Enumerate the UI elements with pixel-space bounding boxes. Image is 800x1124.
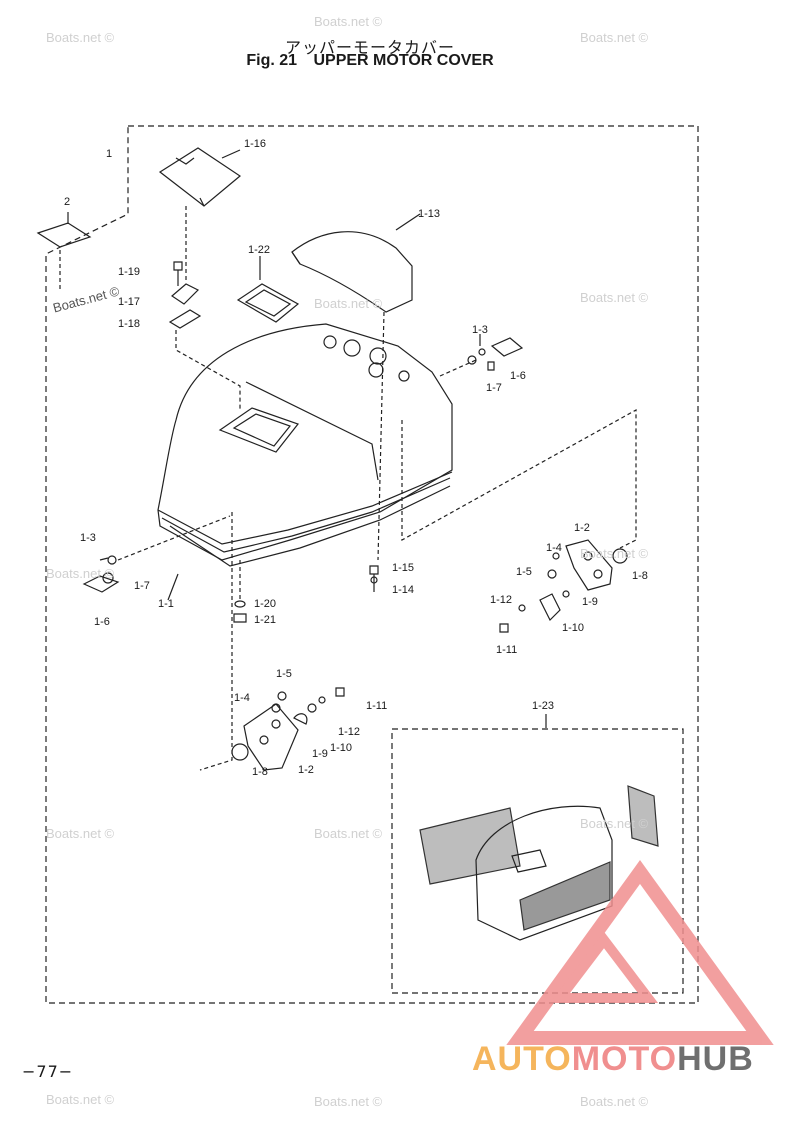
bracket-1-2-lower (243, 703, 299, 771)
part-label: 1-13 (418, 208, 441, 220)
bracket-1-17 (171, 283, 200, 305)
part-label: 1-7 (134, 580, 150, 592)
part-label: 1-17 (118, 296, 141, 308)
part-label: 1-1 (158, 598, 174, 610)
part-label: 1-12 (490, 594, 513, 606)
watermark: Boats.net © (46, 826, 115, 841)
figure-title: UPPER MOTOR COVER (313, 52, 494, 69)
watermark: Boats.net © (580, 816, 649, 831)
part-label: 1-3 (80, 532, 96, 544)
part-label: 1-8 (632, 570, 648, 582)
assembly-boundary-1-23 (391, 728, 684, 994)
brand-text-part: MOTO (571, 1040, 678, 1078)
screw-1-19 (173, 261, 183, 286)
decal-kit-1-23-panel (627, 785, 659, 847)
watermark: Boats.net © (580, 30, 649, 45)
part-label: 1-6 (510, 370, 526, 382)
watermark: Boats.net © (580, 546, 649, 561)
part-label: 1-6 (94, 616, 110, 628)
part-label: 1-15 (392, 562, 415, 574)
part-label: 1-8 (252, 766, 268, 778)
decal-kit-1-23-cover (475, 805, 613, 941)
figure-number: Fig. 21 (246, 52, 298, 69)
cover-lid-1-16 (158, 147, 242, 207)
part-label: 1-4 (234, 692, 250, 704)
part-label: 1-4 (546, 542, 562, 554)
page-number: −77− (22, 1062, 74, 1081)
latch-1-6-left (82, 575, 120, 593)
bracket-1-2-right (565, 539, 613, 591)
upper-motor-cover-1-1 (157, 323, 453, 561)
part-label: 1-11 (366, 700, 388, 712)
watermark: Boats.net © (314, 14, 383, 29)
brand-logo-mark (506, 860, 774, 1045)
part-label: 1-2 (574, 522, 590, 534)
watermark: Boats.net © (46, 30, 115, 45)
part-label: 1-16 (244, 138, 267, 150)
part-label: 1-19 (118, 266, 141, 278)
brand-text-part: AUTO (472, 1040, 572, 1078)
decal-2 (36, 222, 92, 248)
decal-kit-1-23-side (419, 807, 521, 885)
assembly-boundary-1 (45, 125, 699, 1004)
seal-1-8-right (612, 548, 628, 564)
latch-1-6-top (490, 337, 524, 357)
brand-logo-text: AUTOMOTOHUB (472, 1040, 754, 1079)
watermark: Boats.net © (314, 296, 383, 311)
part-label: 1-23 (532, 700, 555, 712)
page-title: Fig. 21 UPPER MOTOR COVER (0, 52, 740, 70)
part-label: 2 (64, 196, 71, 208)
part-label: 1-5 (276, 668, 292, 680)
part-label: 1-5 (516, 566, 532, 578)
part-label: 1-12 (338, 726, 361, 738)
part-label: 1-7 (486, 382, 502, 394)
part-label: 1-21 (254, 614, 277, 626)
part-label: 1-22 (248, 244, 271, 256)
part-label: 1-10 (330, 742, 353, 754)
plate-1-18 (168, 309, 202, 329)
nut-1-21 (233, 613, 247, 623)
duct-1-22 (236, 283, 300, 323)
part-label: 1-14 (392, 584, 415, 596)
watermark: Boats.net © (46, 1092, 115, 1107)
brand-text-part: HUB (677, 1040, 754, 1078)
watermark: Boats.net © (580, 1094, 649, 1109)
watermark: Boats.net © (314, 1094, 383, 1109)
seal-1-8-lower (231, 743, 249, 761)
top-cover-1-13 (291, 231, 413, 313)
part-label: 1 (106, 148, 113, 160)
watermark: Boats.net © (314, 826, 383, 841)
part-label: 1-9 (582, 596, 598, 608)
part-label: 1-10 (562, 622, 585, 634)
part-label: 1-18 (118, 318, 141, 330)
part-label: 1-3 (472, 324, 488, 336)
watermark: Boats.net © (580, 290, 649, 305)
part-label: 1-11 (496, 644, 518, 656)
watermark: Boats.net © (46, 566, 115, 581)
washer-1-20 (234, 600, 246, 608)
part-label: 1-9 (312, 748, 328, 760)
part-label: 1-2 (298, 764, 314, 776)
part-label: 1-20 (254, 598, 277, 610)
page-title-japanese: アッパーモータカバー (284, 38, 455, 57)
